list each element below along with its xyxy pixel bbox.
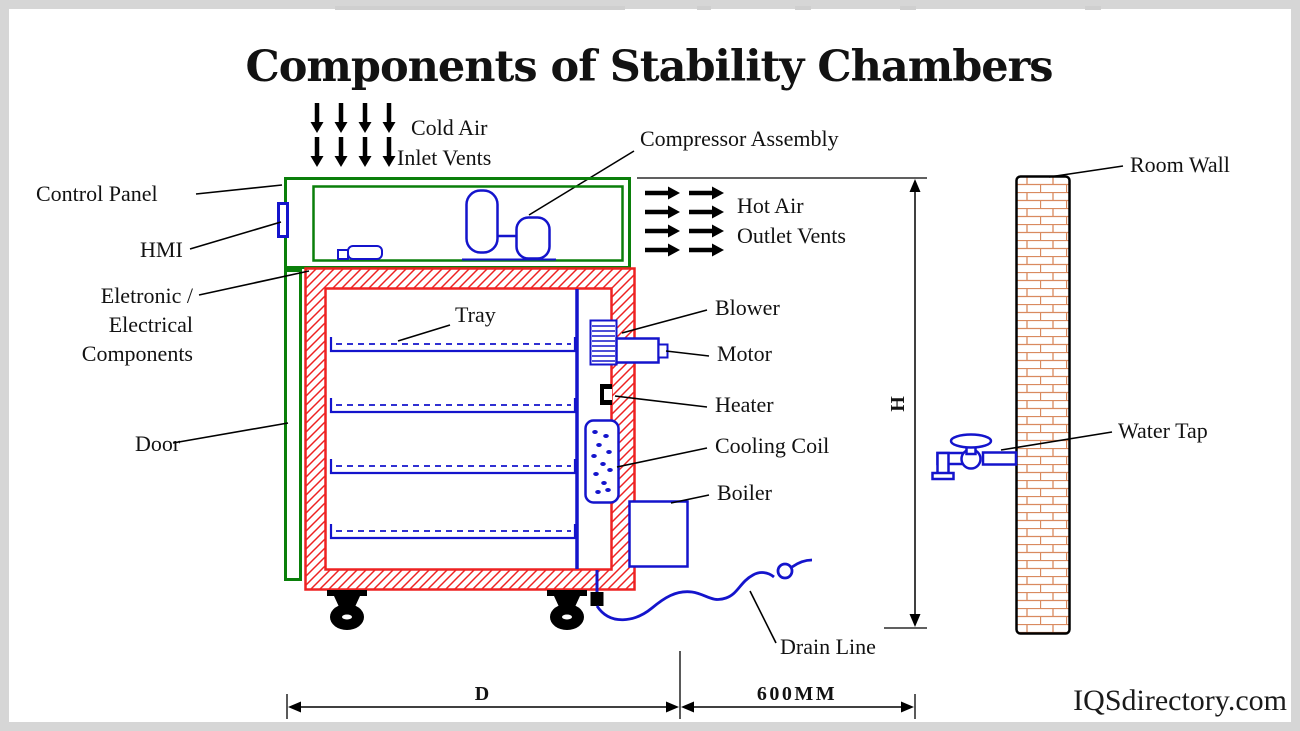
leader-boiler	[670, 494, 710, 504]
cooling-coil	[584, 419, 620, 504]
dimension-d: D	[286, 651, 681, 719]
label-electronic-1: Eletronic /	[101, 283, 194, 308]
label-water-tap: Water Tap	[1118, 418, 1208, 443]
leader-motor	[665, 350, 710, 357]
compressor-aux-component	[337, 245, 383, 260]
hot-air-outlet-arrows-icon	[645, 187, 724, 257]
watermark: IQSdirectory.com	[1073, 684, 1287, 717]
label-electronic-3: Components	[82, 341, 193, 366]
diagram-title: Components of Stability Chambers	[245, 42, 1052, 92]
label-cooling-coil: Cooling Coil	[715, 433, 829, 458]
label-room-wall: Room Wall	[1130, 152, 1230, 177]
drain-line	[590, 558, 813, 622]
compressor-assembly	[337, 189, 556, 261]
label-hmi: HMI	[140, 237, 183, 262]
top-edge-artifacts	[335, 6, 1101, 10]
dimension-d-value: D	[475, 683, 489, 705]
label-tray: Tray	[455, 302, 496, 327]
room-wall	[1015, 175, 1071, 635]
caster-wheel	[547, 590, 587, 630]
caster-wheel	[327, 590, 367, 630]
casters	[327, 590, 587, 630]
leader-tray	[397, 324, 451, 342]
leader-heater	[614, 395, 708, 408]
label-compressor-assembly: Compressor Assembly	[640, 126, 839, 151]
dimension-h-value: H	[887, 396, 909, 412]
leader-cooling-coil	[616, 447, 708, 468]
drain-valve	[590, 592, 604, 606]
water-tap	[931, 433, 1018, 481]
motor	[615, 337, 669, 364]
label-inlet-vents: Inlet Vents	[397, 145, 491, 170]
leader-room-wall	[1048, 165, 1124, 178]
tray	[329, 398, 577, 414]
leader-door	[172, 422, 289, 444]
label-heater: Heater	[715, 392, 774, 417]
hmi-panel	[277, 202, 289, 238]
leader-hmi	[189, 221, 282, 250]
chamber-body	[304, 267, 636, 591]
tray	[329, 524, 577, 540]
leader-drain-line	[749, 590, 777, 644]
dimension-600mm: 600MM	[681, 683, 916, 719]
tray	[329, 459, 577, 475]
dimension-h: H	[637, 177, 927, 629]
leader-compressor	[528, 150, 635, 216]
label-outlet-vents: Outlet Vents	[737, 223, 846, 248]
label-boiler: Boiler	[717, 480, 773, 505]
tray	[329, 337, 577, 353]
label-hot-air: Hot Air	[737, 193, 804, 218]
label-control-panel: Control Panel	[36, 181, 158, 206]
leader-blower	[621, 309, 708, 334]
label-electronic-2: Electrical	[109, 312, 193, 337]
electrical-compartment	[277, 177, 631, 269]
trays	[329, 337, 577, 540]
dimension-wall-gap-value: 600MM	[757, 683, 837, 705]
blower	[589, 319, 618, 366]
leader-control-panel	[195, 184, 283, 195]
heater	[600, 384, 612, 405]
cold-air-inlet-arrows-icon	[311, 103, 396, 167]
door	[284, 269, 302, 581]
leader-electronic-components	[198, 270, 310, 296]
label-drain-line: Drain Line	[780, 634, 876, 659]
label-motor: Motor	[717, 341, 773, 366]
leader-water-tap	[1000, 431, 1113, 451]
boiler	[628, 500, 689, 568]
label-blower: Blower	[715, 295, 780, 320]
label-cold-air: Cold Air	[411, 115, 488, 140]
